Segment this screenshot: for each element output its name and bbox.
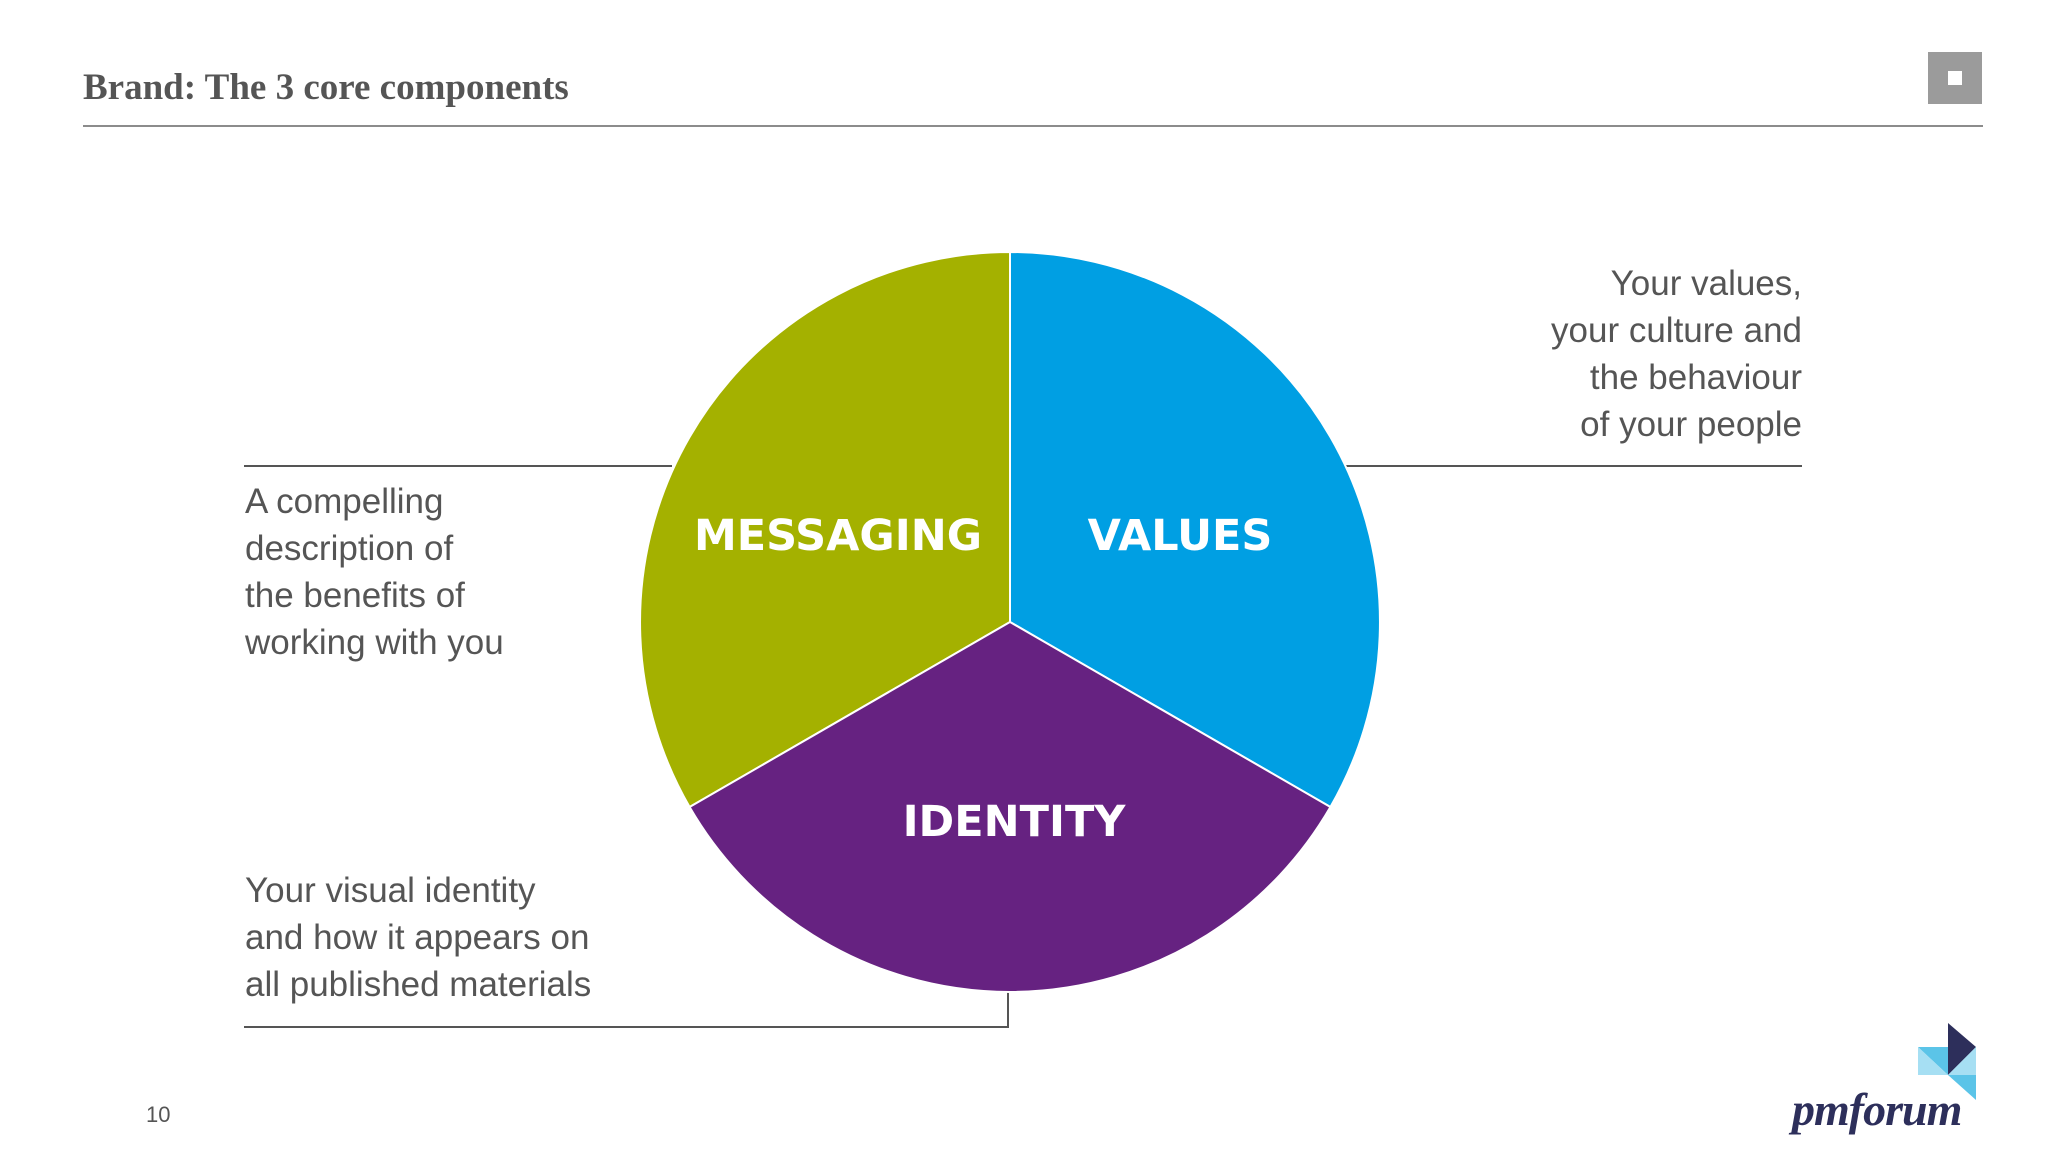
identity-leader-line <box>244 990 1009 1028</box>
values-label: VALUES <box>1088 511 1273 561</box>
title-divider <box>83 125 1983 127</box>
identity-description: Your visual identity and how it appears … <box>245 871 592 1004</box>
messaging-description: A compelling description of the benefits… <box>245 482 504 662</box>
identity-label: IDENTITY <box>903 797 1127 847</box>
segment-identity <box>688 620 1332 993</box>
pmforum-logo: pmforum <box>1792 1084 1962 1135</box>
slide-menu-button[interactable] <box>1928 52 1982 104</box>
segment-values <box>1009 250 1381 809</box>
logo-mark-icon <box>1918 1023 1976 1100</box>
values-description: Your values, your culture and the behavi… <box>1551 264 1802 444</box>
page-number: 10 <box>146 1102 171 1127</box>
segment-messaging <box>639 250 1011 809</box>
page-title: Brand: The 3 core components <box>83 67 569 108</box>
square-icon <box>1948 71 1962 85</box>
leader-lines <box>244 465 1802 1028</box>
messaging-label: MESSAGING <box>694 511 982 561</box>
